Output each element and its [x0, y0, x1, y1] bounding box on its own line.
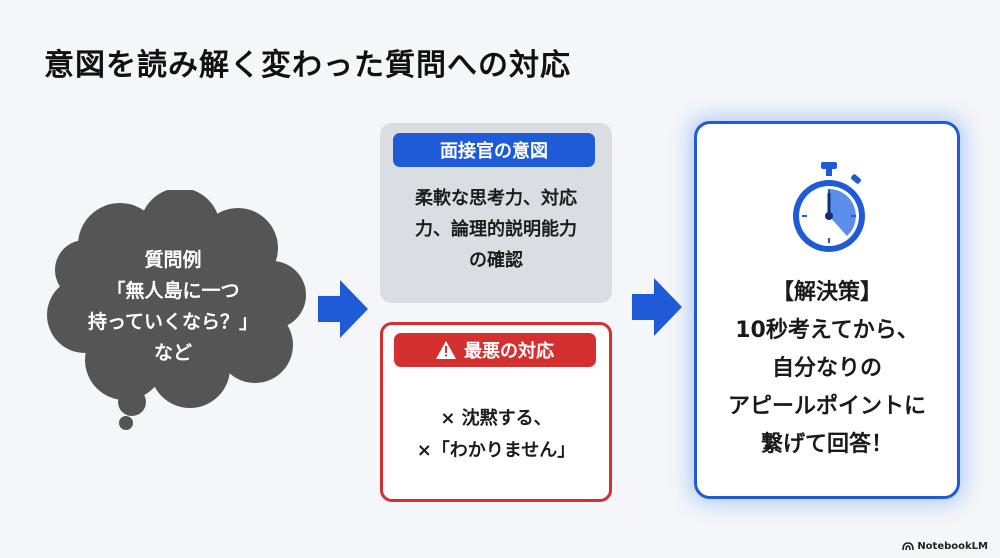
- intent-line: 柔軟な思考力、対応: [415, 188, 577, 209]
- solution-text: 【解決策】 10秒考えてから、 自分なりの アピールポイントに 繋げて回答！: [697, 274, 957, 464]
- intent-description: 柔軟な思考力、対応 力、論理的説明能力 の確認: [380, 183, 612, 276]
- intent-panel: 面接官の意図 柔軟な思考力、対応 力、論理的説明能力 の確認: [380, 123, 612, 303]
- example-cloud: 質問例 「無人島に一つ 持っていくなら？」 など: [40, 190, 310, 430]
- solution-line: 10秒考えてから、: [735, 318, 919, 343]
- page-title: 意図を読み解く変わった質問への対応: [44, 48, 571, 83]
- example-label: 質問例: [144, 249, 202, 271]
- worst-heading-label: 最悪の対応: [464, 341, 554, 362]
- arrow-right-icon: [632, 278, 682, 336]
- solution-line: 自分なりの: [771, 356, 882, 381]
- arrow-right-icon: [318, 280, 368, 338]
- intent-line: の確認: [469, 250, 523, 271]
- intent-line: 力、論理的説明能力: [415, 219, 577, 240]
- solution-line: アピールポイントに: [727, 394, 926, 419]
- example-line: 「無人島に一つ: [106, 280, 240, 302]
- intent-heading-label: 面接官の意図: [440, 141, 548, 162]
- worst-heading: 最悪の対応: [394, 333, 596, 367]
- worst-line: ×「わかりません」: [416, 440, 576, 461]
- thought-cloud-shape: [47, 190, 306, 430]
- solution-panel: 【解決策】 10秒考えてから、 自分なりの アピールポイントに 繋げて回答！: [694, 121, 960, 499]
- solution-label: 【解決策】: [771, 280, 882, 305]
- solution-line: 繋げて回答！: [760, 432, 893, 457]
- worst-response-panel: 最悪の対応 × 沈黙する、 ×「わかりません」: [380, 322, 612, 502]
- worst-line: × 沈黙する、: [440, 408, 552, 429]
- notebooklm-logo-icon: [902, 542, 915, 551]
- stopwatch-icon: [793, 162, 865, 252]
- brand-label: NotebookLM: [917, 541, 988, 552]
- intent-heading: 面接官の意図: [393, 133, 595, 167]
- worst-description: × 沈黙する、 ×「わかりません」: [383, 403, 609, 467]
- example-line: など: [153, 342, 192, 364]
- example-line: 持っていくなら？」: [87, 311, 259, 333]
- example-text: 質問例 「無人島に一つ 持っていくなら？」 など: [58, 245, 288, 369]
- brand-watermark: NotebookLM: [902, 541, 988, 552]
- warning-icon: [436, 341, 456, 359]
